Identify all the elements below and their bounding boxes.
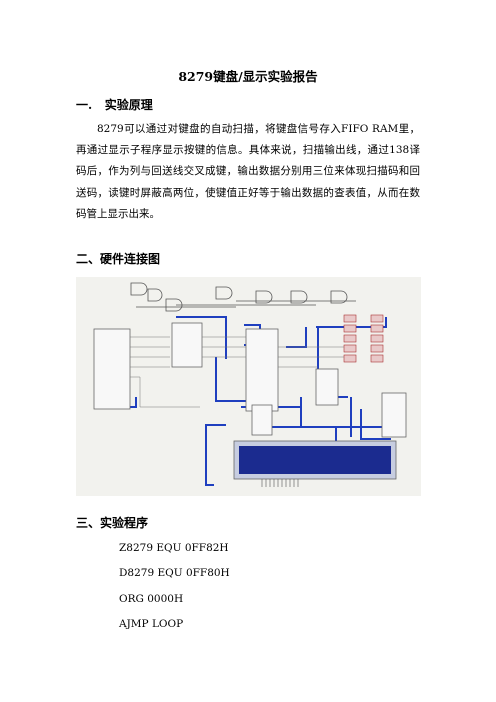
principle-paragraph: 8279可以通过对键盘的自动扫描，将键盘信号存入FIFO RAM里，再通过显示子… [76,123,420,220]
code-line: AJMP LOOP [119,618,184,630]
section-heading-principle: 一. 实验原理 [76,96,153,113]
logic-gates [130,282,356,312]
section-number: 三、 [76,516,101,530]
lcd-screen [239,446,391,474]
code-line: D8279 EQU 0FF80H [119,567,230,579]
section-number: 二、 [76,252,101,266]
lcd-pins [261,479,299,487]
code-line: ORG 0000H [119,593,184,605]
led-array [343,314,384,363]
circuit-schematic [76,277,421,496]
section-title: 实验程序 [100,516,149,530]
section-title: 硬件连接图 [100,252,161,266]
ic-chips [93,322,407,438]
wires [130,336,344,408]
section-heading-hardware: 二、硬件连接图 [76,250,160,267]
section-number: 一. [76,98,93,112]
code-line: Z8279 EQU 0FF82H [119,542,229,554]
section-title: 实验原理 [104,98,153,112]
document-title: 8279键盘/显示实验报告 [178,69,318,84]
section-heading-program: 三、实验程序 [76,514,148,531]
circuit-diagram [76,277,421,496]
